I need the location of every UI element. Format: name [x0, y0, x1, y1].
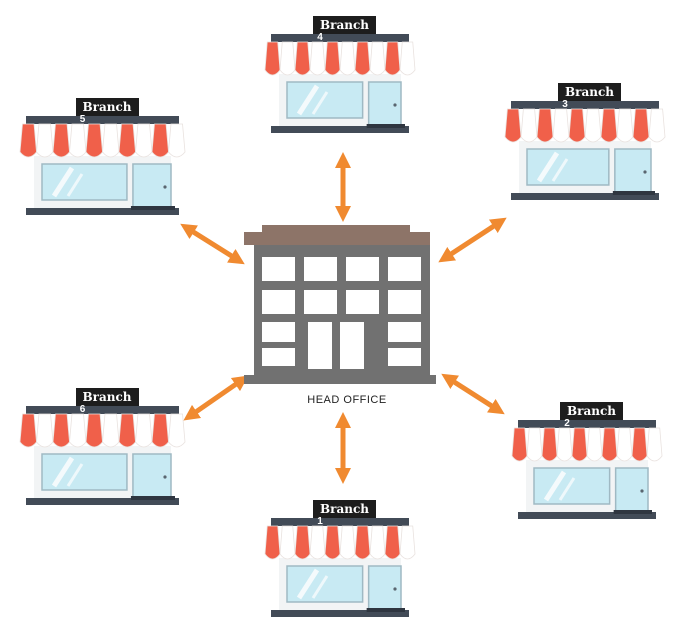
- office-building-icon: [244, 225, 436, 384]
- arrows-layer: [180, 151, 507, 485]
- store-icon: [511, 420, 663, 519]
- branch-label: Branch: [75, 388, 139, 406]
- branch-number: 1: [317, 516, 323, 527]
- double-arrow-icon: [441, 373, 505, 415]
- branch-number: 4: [317, 32, 323, 43]
- branch-number: 3: [562, 99, 568, 110]
- head-office-label: HEAD OFFICE: [307, 394, 387, 406]
- store-icon: [19, 116, 186, 215]
- store-icon: [264, 518, 416, 617]
- branch-label: Branch: [558, 83, 621, 101]
- double-arrow-icon: [183, 375, 249, 421]
- double-arrow-icon: [438, 217, 507, 263]
- branch-label: Branch: [560, 402, 623, 420]
- branch-number: 2: [564, 418, 570, 429]
- branch-label: Branch: [75, 98, 139, 116]
- store-icon: [19, 406, 186, 505]
- branch-number: 5: [79, 114, 86, 125]
- branch-label: Branch: [313, 16, 376, 34]
- stores-layer: [19, 34, 666, 617]
- branch-number: 6: [79, 404, 86, 415]
- store-icon: [504, 101, 666, 200]
- double-arrow-icon: [180, 223, 245, 265]
- branch-label: Branch: [313, 500, 376, 518]
- store-icon: [264, 34, 416, 133]
